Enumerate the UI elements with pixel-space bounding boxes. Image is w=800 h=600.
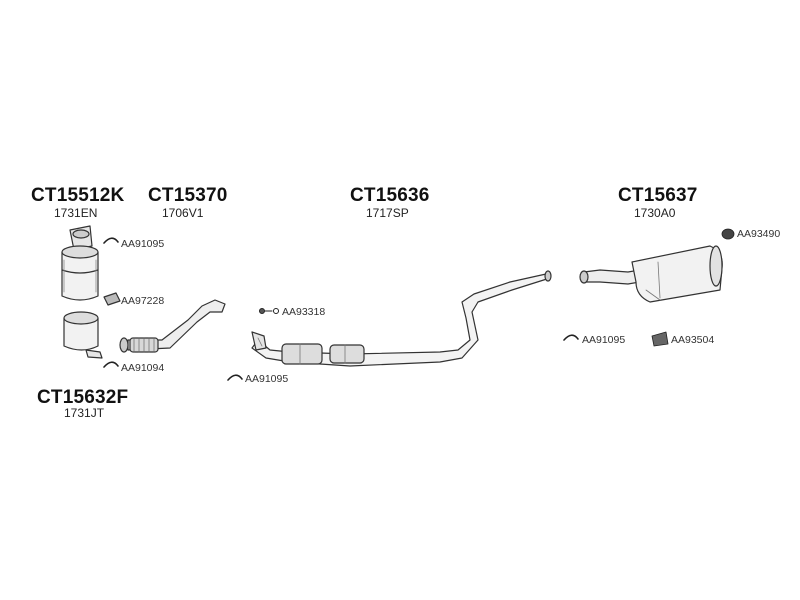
part-ref-g5: 1730A0	[634, 206, 676, 220]
accessory-label-a6: AA93490	[737, 228, 781, 240]
accessory-label-a2: AA97228	[121, 295, 165, 307]
part-ref-g2: 1706V1	[162, 206, 204, 220]
part-ref-g4: 1717SP	[366, 206, 409, 220]
part-ref-g1: 1731EN	[54, 206, 98, 220]
part-code-g1: CT15512K	[31, 185, 125, 206]
part-code-g4: CT15636	[350, 185, 430, 206]
front-pipe-part	[119, 299, 226, 353]
accessory-label-a4: AA93318	[282, 306, 326, 318]
accessory-label-a8: AA93504	[671, 334, 715, 346]
rubber-mount-icon	[651, 228, 735, 347]
accessory-label-a1: AA91095	[121, 238, 165, 250]
bolt-spring-icon	[259, 308, 279, 314]
part-code-g2: CT15370	[148, 185, 228, 206]
lower-converter-part	[63, 311, 103, 359]
accessory-label-a3: AA91094	[121, 362, 165, 374]
part-code-g5: CT15637	[618, 185, 698, 206]
centre-pipe-part	[251, 270, 552, 367]
accessory-label-a5: AA91095	[245, 373, 289, 385]
part-code-g3: CT15632F	[37, 387, 129, 408]
gasket-icon	[103, 292, 121, 306]
clamp-icon	[103, 237, 579, 381]
part-ref-g3: 1731JT	[64, 406, 105, 420]
accessory-label-a7: AA91095	[582, 334, 626, 346]
rear-silencer-part	[579, 245, 723, 303]
catalytic-converter-part	[61, 225, 99, 301]
